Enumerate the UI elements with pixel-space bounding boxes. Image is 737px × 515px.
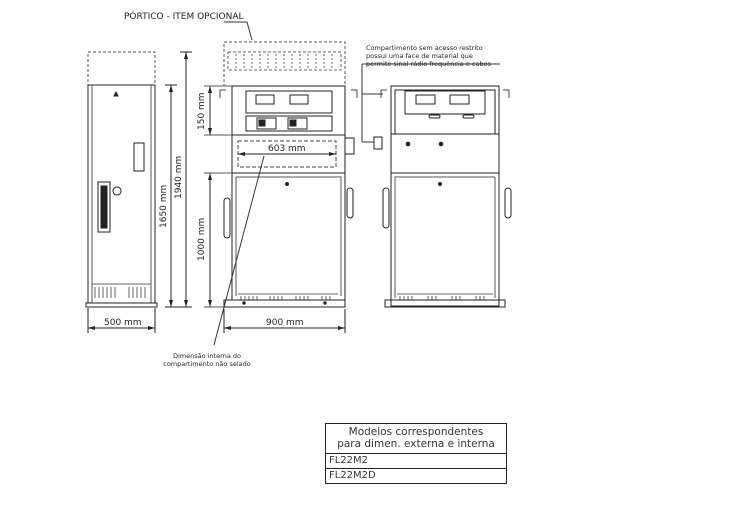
- models-table-row: FL22M2D: [326, 468, 506, 483]
- dim-500-label: 500 mm: [104, 318, 142, 328]
- internal-note-line: Dimensão interna do: [173, 352, 241, 360]
- dim-1000-label: 1000 mm: [197, 217, 207, 261]
- front-view: [204, 21, 358, 346]
- models-table: Modelos correspondentes para dimen. exte…: [325, 423, 507, 484]
- dim-1940-label: 1940 mm: [174, 155, 184, 199]
- portico-label: PÓRTICO - ITEM OPCIONAL: [124, 12, 244, 22]
- compartment-note-line: Compartimento sem acesso restrito: [366, 44, 483, 52]
- compartment-note: Compartimento sem acesso restrito possui…: [366, 44, 491, 68]
- models-table-header-line: Modelos correspondentes: [348, 426, 484, 438]
- compartment-note-line: possui uma face de material que: [366, 52, 473, 60]
- compartment-note-line: permite sinal rádio frequência e cabos: [366, 60, 491, 68]
- rear-view: [361, 63, 512, 308]
- dim-1650-label: 1650 mm: [159, 184, 169, 228]
- internal-note-line: compartimento não selado: [163, 360, 251, 368]
- models-table-row: FL22M2: [329, 455, 369, 466]
- dim-150-label: 150 mm: [197, 92, 207, 130]
- models-table-header-line: para dimen. externa e interna: [337, 438, 495, 450]
- side-view: [85, 51, 192, 333]
- dim-603-label: 603 mm: [268, 144, 306, 154]
- models-table-header: Modelos correspondentes para dimen. exte…: [326, 424, 506, 454]
- internal-dimension-note: Dimensão interna do compartimento não se…: [157, 352, 257, 368]
- dim-900-label: 900 mm: [266, 318, 304, 328]
